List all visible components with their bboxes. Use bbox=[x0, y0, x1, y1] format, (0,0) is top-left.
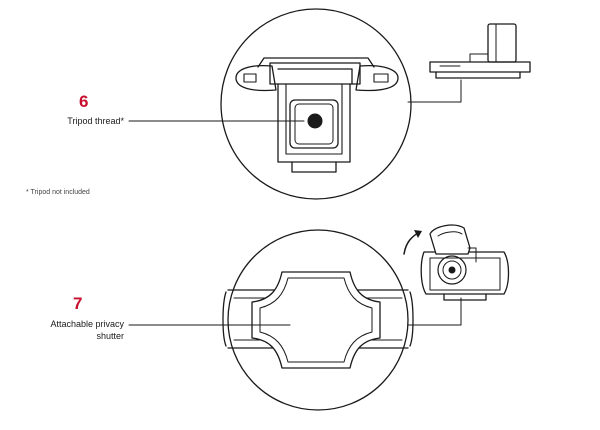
callout-number-7: 7 bbox=[73, 294, 83, 313]
tripod-thread-detail-icon bbox=[220, 8, 412, 200]
callout-label-tripod-thread: Tripod thread* bbox=[38, 115, 124, 127]
webcam-with-shutter-icon bbox=[420, 224, 510, 301]
connector-line-top bbox=[407, 79, 462, 103]
callout-number-6: 6 bbox=[79, 92, 89, 111]
connector-line-bottom bbox=[407, 297, 462, 326]
callout-label-line: shutter bbox=[96, 331, 124, 341]
callout-label-line: Attachable privacy bbox=[50, 319, 124, 329]
callout-label-privacy-shutter: Attachable privacy shutter bbox=[14, 318, 124, 342]
rotate-arrow-icon bbox=[403, 230, 422, 255]
webcam-on-monitor-icon bbox=[429, 23, 531, 79]
footnote: * Tripod not included bbox=[26, 189, 90, 196]
privacy-shutter-detail-icon bbox=[222, 229, 414, 411]
callout-label-line: Tripod thread* bbox=[67, 116, 124, 126]
